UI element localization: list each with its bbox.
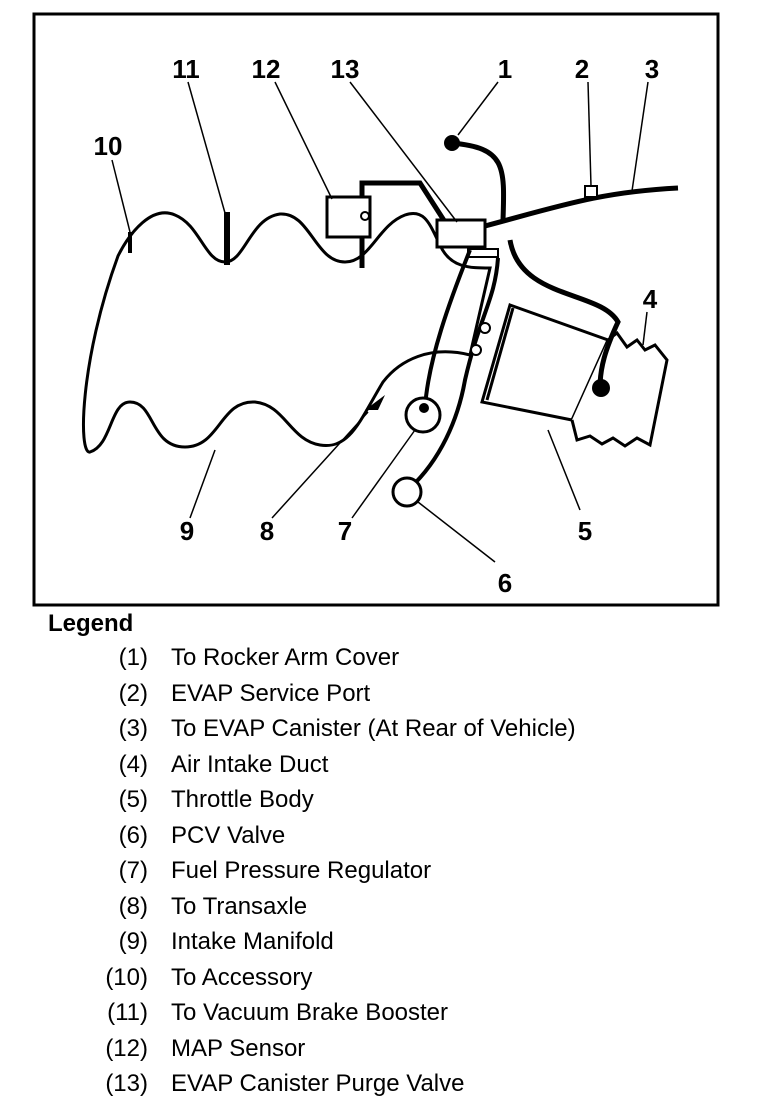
- legend-item-label: Fuel Pressure Regulator: [171, 857, 432, 884]
- legend-item-number: (4): [118, 750, 148, 778]
- evap-canister-hose: [484, 185, 679, 229]
- legend-item-label: To EVAP Canister (At Rear of Vehicle): [171, 715, 576, 742]
- legend-item-label: To Rocker Arm Cover: [171, 644, 400, 671]
- inline-vacuum-hose: [408, 257, 500, 490]
- rocker-cover-hose-end: [444, 135, 460, 151]
- callout-4: 4: [643, 284, 658, 314]
- evap-purge-valve: [435, 218, 487, 249]
- leader-11: [187, 81, 226, 214]
- legend-item-number: (8): [118, 892, 148, 920]
- air-intake-duct: [570, 330, 669, 448]
- legend-item-number: (11): [107, 999, 148, 1026]
- regulator-hose: [423, 249, 472, 409]
- inline-fitting-b: [470, 344, 482, 356]
- transaxle-fitting: [365, 395, 385, 410]
- callout-2: 2: [575, 54, 589, 84]
- legend-item-label: EVAP Canister Purge Valve: [171, 1070, 465, 1097]
- leader-13: [349, 81, 458, 223]
- legend-item-number: (3): [118, 715, 148, 742]
- legend-item-label: MAP Sensor: [171, 1034, 306, 1062]
- legend-item-number: (5): [118, 786, 148, 813]
- callout-8: 8: [260, 516, 274, 546]
- legend-item-label: Air Intake Duct: [171, 750, 329, 778]
- leader-10: [111, 159, 131, 233]
- callout-3: 3: [645, 54, 659, 84]
- leader-3: [631, 81, 649, 192]
- leader-5: [547, 429, 581, 511]
- legend-item-label: PCV Valve: [171, 821, 286, 849]
- legend-item-number: (2): [118, 679, 148, 707]
- legend-item-number: (10): [105, 963, 148, 991]
- legend-item-number: (12): [105, 1034, 148, 1062]
- legend-item-number: (1): [118, 644, 148, 671]
- callout-1: 1: [498, 54, 512, 84]
- diagram-frame: [32, 12, 720, 607]
- legend-title: Legend: [48, 610, 134, 637]
- fuel-pressure-regulator: [404, 396, 442, 434]
- legend-item-label: To Vacuum Brake Booster: [171, 999, 449, 1026]
- leader-9: [189, 449, 216, 519]
- legend-item-number: (7): [118, 857, 148, 884]
- pcv-valve: [391, 476, 423, 508]
- callout-13: 13: [331, 54, 360, 84]
- purge-to-duct-hose: [507, 239, 621, 389]
- leader-6: [417, 501, 496, 563]
- purge-to-duct-hose-end: [592, 379, 610, 397]
- legend-item-label: To Transaxle: [171, 892, 308, 920]
- legend-item-label: EVAP Service Port: [171, 679, 371, 707]
- callout-9: 9: [180, 516, 194, 546]
- callout-6: 6: [498, 568, 512, 598]
- callout-10: 10: [94, 131, 123, 161]
- leader-4: [642, 311, 648, 346]
- inline-fitting-a: [479, 322, 491, 334]
- legend-item-label: Throttle Body: [171, 786, 314, 813]
- leader-1: [457, 81, 499, 136]
- leader-12: [274, 81, 333, 200]
- vacuum-hose-routing-diagram: 1 2 3 4 5 6 7 8 9 10 11 12 13: [32, 12, 720, 607]
- map-sensor-port: [360, 211, 370, 221]
- callout-12: 12: [252, 54, 281, 84]
- throttle-body-flange: [485, 307, 515, 401]
- callout-5: 5: [578, 516, 592, 546]
- callout-11: 11: [172, 54, 200, 84]
- leader-2: [587, 81, 592, 187]
- legend-item-number: (6): [118, 821, 148, 849]
- callout-7: 7: [338, 516, 352, 546]
- rocker-cover-hose: [451, 140, 507, 221]
- legend-item-label: Intake Manifold: [171, 928, 334, 955]
- legend-item-number: (13): [105, 1070, 148, 1097]
- evap-service-port: [584, 185, 598, 198]
- leader-8: [271, 411, 369, 519]
- evap-purge-valve-bracket: [467, 248, 499, 258]
- map-sensor-hose: [359, 180, 448, 224]
- legend-item-label: To Accessory: [171, 963, 313, 991]
- intake-manifold: [81, 211, 492, 454]
- fuel-pressure-regulator-port: [419, 403, 429, 413]
- leader-7: [351, 429, 416, 519]
- legend-item-number: (9): [118, 928, 148, 955]
